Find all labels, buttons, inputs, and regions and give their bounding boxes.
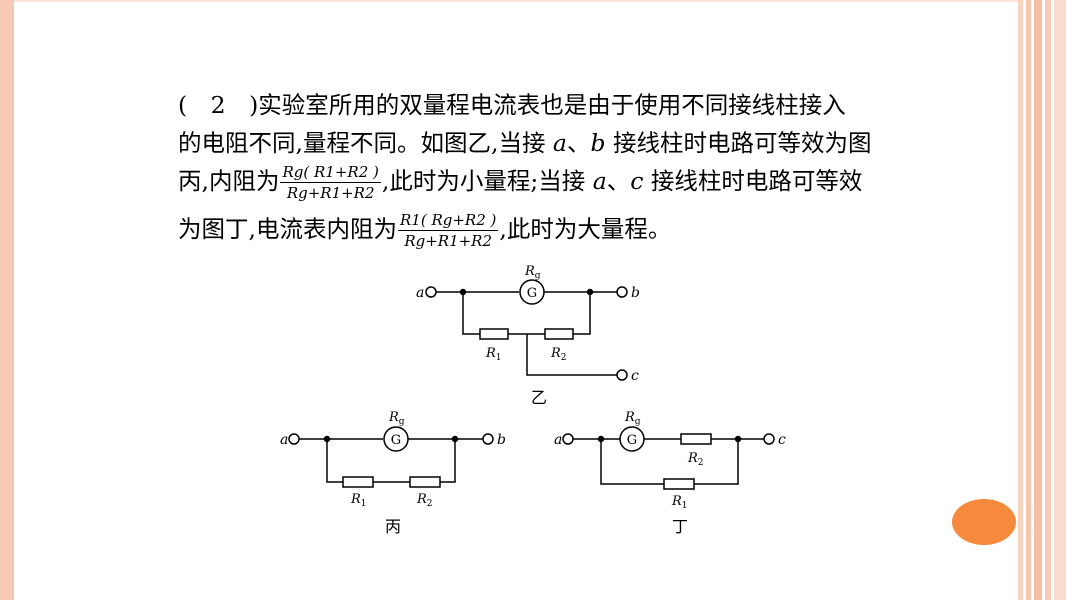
terminal-b: [482, 433, 494, 445]
resistor-r2: [409, 476, 441, 488]
label-r1-sub: 1: [496, 353, 502, 363]
label-r1-sub: 1: [682, 501, 688, 511]
text-segment: 为图丁,电流表内阻为: [178, 215, 397, 243]
paragraph-line-2: 的电阻不同,量程不同。如图乙,当接 a、b 接线柱时电路可等效为图: [178, 124, 898, 162]
label-rg: Rg: [624, 410, 641, 427]
paragraph-line-1: ( 2 )实验室所用的双量程电流表也是由于使用不同接线柱接入: [178, 86, 898, 124]
label-r1-main: R: [671, 494, 682, 509]
label-b: b: [631, 285, 640, 301]
label-r1-main: R: [350, 492, 361, 507]
label-r2-sub: 2: [698, 458, 704, 468]
explanation-paragraph: ( 2 )实验室所用的双量程电流表也是由于使用不同接线柱接入 的电阻不同,量程不…: [178, 86, 898, 258]
fraction-denominator: Rg+R1+R2: [404, 232, 493, 250]
label-a: a: [416, 285, 424, 301]
label-rg-sub: g: [399, 417, 405, 427]
wire: [526, 334, 617, 376]
figure-caption-yi: 乙: [531, 388, 547, 407]
label-r1: R1: [485, 346, 502, 363]
variable-a: a: [552, 129, 567, 157]
accent-circle-decoration: [952, 499, 1016, 545]
circuit-bing: [288, 426, 494, 488]
text-segment: ,此时为小量程;当接: [381, 167, 593, 195]
figure-caption-ding: 丁: [672, 517, 688, 536]
label-a: a: [280, 432, 288, 448]
fraction-denominator: Rg+R1+R2: [286, 184, 375, 202]
terminal-c: [763, 433, 775, 445]
terminal-a: [288, 433, 300, 445]
label-r2: R2: [416, 492, 433, 509]
label-rg-sub: g: [535, 271, 541, 281]
variable-c: c: [630, 167, 644, 195]
text-segment: 、: [566, 129, 591, 157]
stripe: [1026, 0, 1031, 600]
resistor-r2: [544, 328, 574, 340]
label-r2-main: R: [416, 492, 427, 507]
label-r2-sub: 2: [561, 353, 567, 363]
galvanometer-label: G: [527, 286, 537, 301]
fraction-numerator: R1( Rg+R2 ): [397, 211, 499, 231]
terminal-c: [616, 369, 628, 381]
text-segment: 接线柱时电路可等效: [643, 167, 863, 195]
resistor-r1: [663, 478, 695, 490]
variable-b: b: [590, 129, 606, 157]
stripe: [1054, 0, 1066, 600]
slide-right-stripes: [1018, 0, 1066, 600]
terminal-a: [425, 286, 437, 298]
stripe: [1034, 0, 1042, 600]
text-segment: 、: [606, 167, 631, 195]
wire: [573, 292, 591, 335]
label-rg-main: R: [388, 410, 399, 425]
label-rg-sub: g: [635, 417, 641, 427]
variable-a: a: [592, 167, 607, 195]
wire: [326, 439, 343, 483]
text-segment: 丙,内阻为: [178, 167, 280, 195]
galvanometer-label: G: [391, 433, 401, 448]
slide-left-border: [0, 0, 14, 600]
label-c: c: [631, 368, 639, 384]
text-segment: ( 2 )实验室所用的双量程电流表也是由于使用不同接线柱接入: [178, 91, 846, 119]
label-rg: Rg: [524, 264, 541, 281]
label-rg: Rg: [388, 410, 405, 427]
slide-top-border: [14, 0, 1018, 2]
fraction-small-range-resistance: Rg( R1+R2 )Rg+R1+R2: [280, 162, 381, 203]
text-segment: ,此时为大量程。: [499, 215, 672, 243]
label-b: b: [497, 432, 506, 448]
fraction-large-range-resistance: R1( Rg+R2 )Rg+R1+R2: [397, 210, 499, 251]
terminal-a: [562, 433, 574, 445]
label-a: a: [554, 432, 562, 448]
circuit-yi: [425, 279, 628, 381]
figure-caption-bing: 丙: [385, 517, 401, 536]
stripe: [1045, 0, 1051, 600]
wire: [694, 439, 739, 485]
resistor-r1: [479, 328, 509, 340]
text-segment: 接线柱时电路可等效为图: [605, 129, 872, 157]
label-r2: R2: [550, 346, 567, 363]
circuit-ding: [562, 426, 775, 490]
text-segment: 的电阻不同,量程不同。如图乙,当接: [178, 129, 553, 157]
label-r1-main: R: [485, 346, 496, 361]
galvanometer-label: G: [627, 433, 637, 448]
label-r2-main: R: [550, 346, 561, 361]
label-c: c: [778, 432, 786, 448]
label-rg-main: R: [524, 264, 535, 279]
label-r1: R1: [671, 494, 688, 511]
terminal-b: [616, 286, 628, 298]
resistor-r2: [680, 433, 712, 445]
wire: [462, 292, 480, 335]
label-r1: R1: [350, 492, 367, 509]
label-r1-sub: 1: [361, 499, 367, 509]
stripe: [1018, 0, 1023, 600]
fraction-numerator: Rg( R1+R2 ): [280, 163, 381, 183]
resistor-r1: [342, 476, 374, 488]
wire: [600, 439, 664, 485]
wire: [440, 439, 456, 483]
label-r2-sub: 2: [427, 499, 433, 509]
label-r2-main: R: [687, 451, 698, 466]
label-rg-main: R: [624, 410, 635, 425]
label-r2: R2: [687, 451, 704, 468]
